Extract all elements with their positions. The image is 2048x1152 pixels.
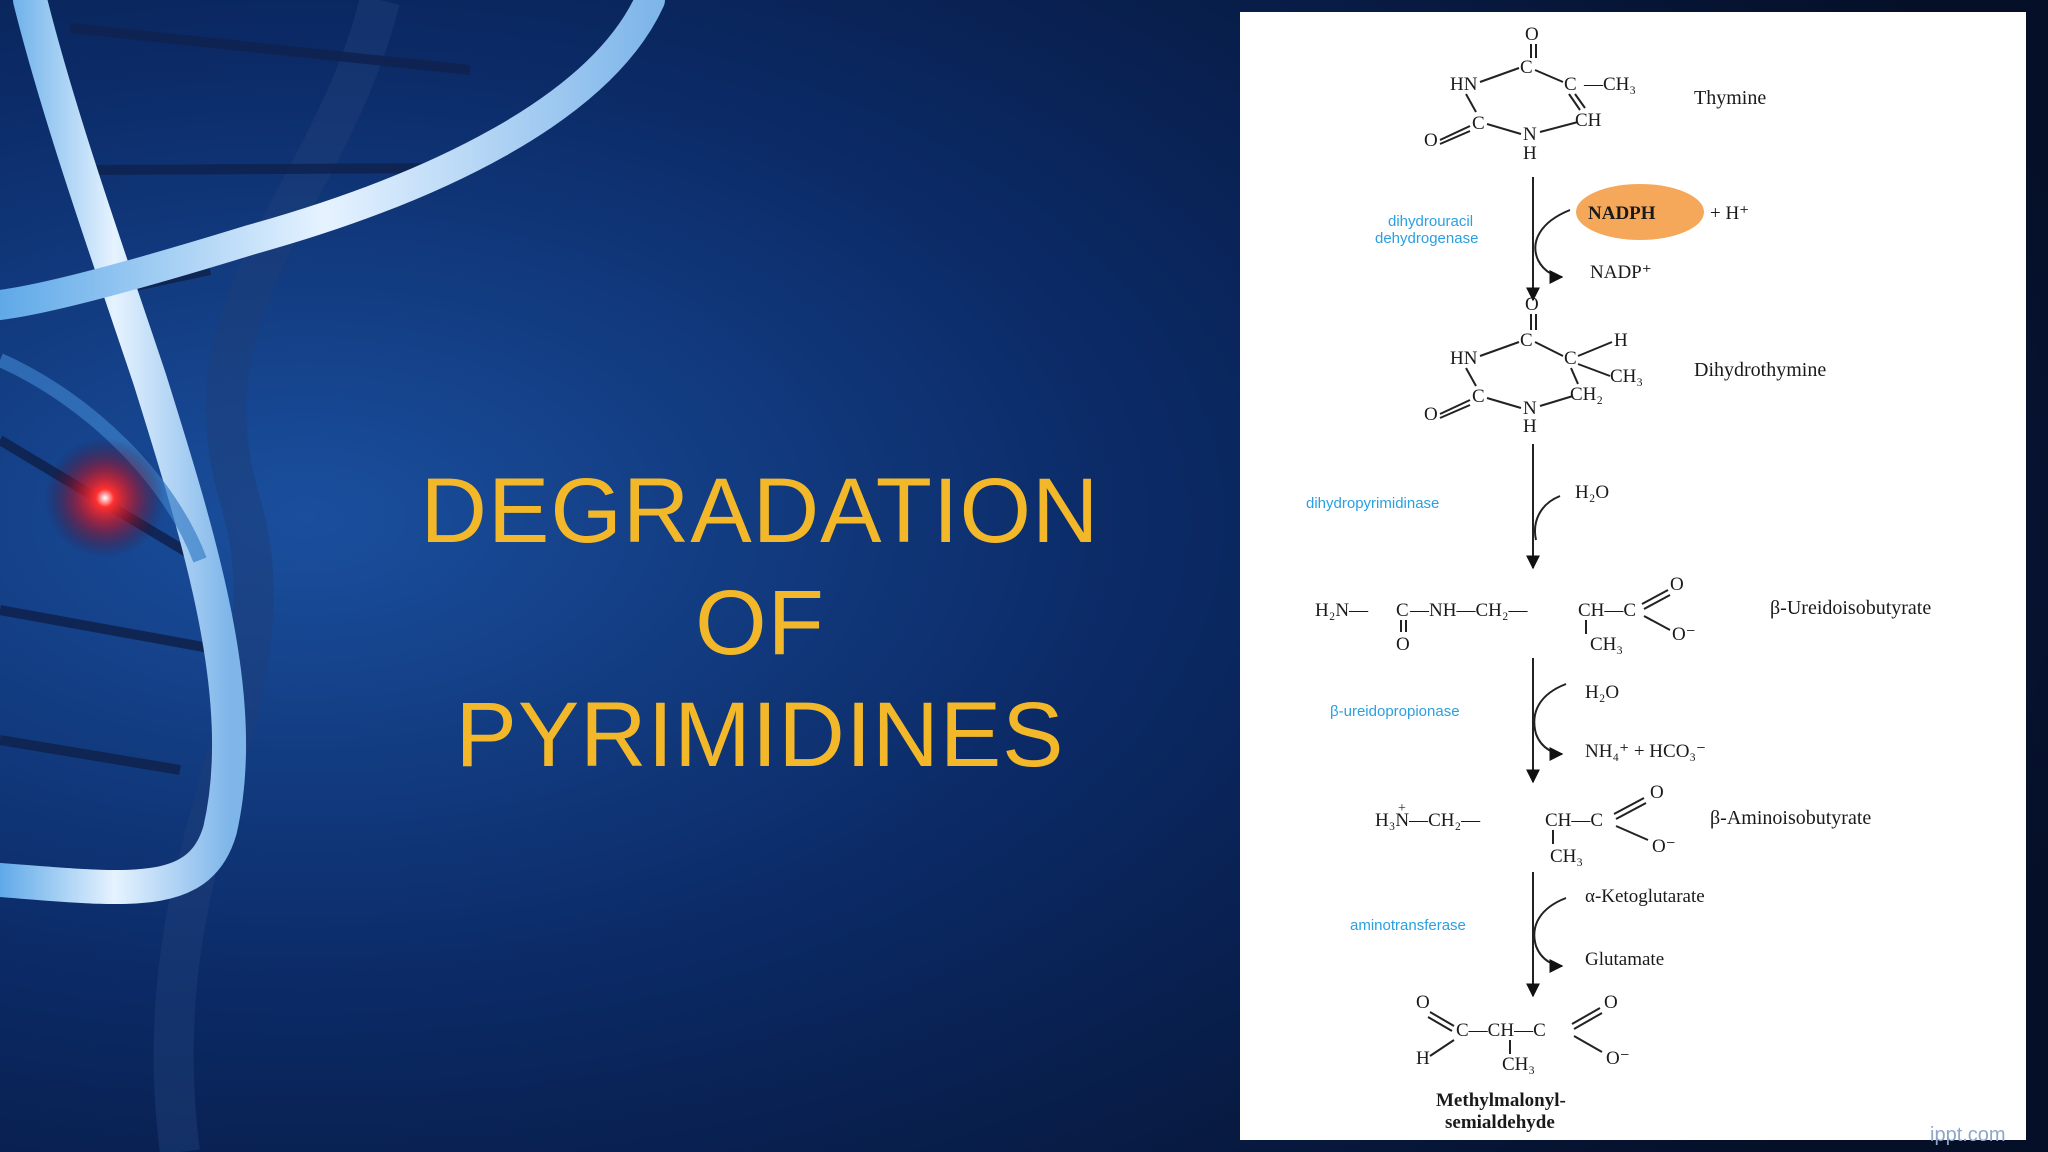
svg-text:H: H [1614, 330, 1628, 351]
title-line-1: DEGRADATION [420, 460, 1100, 562]
dihydrothymine-label: Dihydrothymine [1694, 359, 1826, 381]
svg-text:+: + [1398, 801, 1406, 816]
cofactor-arrow-3 [1533, 683, 1567, 761]
svg-text:—CH₃: —CH₃ [1583, 74, 1636, 95]
svg-text:O⁻: O⁻ [1672, 624, 1696, 645]
ureidoisobutyrate-structure: H₂N— C —NH—CH₂— CH—C O CH₃ O O⁻ [1315, 574, 1696, 655]
svg-text:C: C [1520, 57, 1533, 78]
svg-text:O: O [1525, 294, 1539, 315]
title-line-2: OF [695, 572, 825, 674]
aminoisobutyrate-label: β-Aminoisobutyrate [1710, 807, 1871, 829]
svg-text:C: C [1396, 600, 1409, 621]
svg-text:O⁻: O⁻ [1652, 836, 1676, 857]
svg-text:C: C [1520, 330, 1533, 351]
h-plus-label: + H⁺ [1710, 203, 1749, 224]
cofactor-arrow-1 [1534, 209, 1571, 284]
nadph-highlight [1576, 184, 1704, 240]
svg-text:CH₃: CH₃ [1550, 846, 1583, 867]
cofactor-arrow-4 [1533, 897, 1567, 973]
nadp-label: NADP⁺ [1590, 262, 1652, 283]
methylmalonyl-semialdehyde-structure: O C—CH—C H CH₃ O O⁻ [1416, 992, 1630, 1075]
svg-text:O: O [1670, 574, 1684, 595]
alpha-ketoglutarate-label: α-Ketoglutarate [1585, 886, 1705, 907]
methylmalonyl-label-2: semialdehyde [1445, 1112, 1555, 1133]
enzyme-aminotransferase: aminotransferase [1350, 917, 1466, 934]
svg-text:C: C [1472, 113, 1485, 134]
svg-text:CH: CH [1575, 110, 1602, 131]
svg-text:CH—C: CH—C [1545, 810, 1603, 831]
enzyme-ureidopropionase: β-ureidopropionase [1330, 703, 1460, 720]
title-line-3: PYRIMIDINES [455, 684, 1065, 786]
water-label-2: H₂O [1585, 682, 1619, 703]
aminoisobutyrate-structure: H₃N—CH₂— + CH—C CH₃ O O⁻ [1375, 782, 1676, 867]
svg-text:C—CH—C: C—CH—C [1456, 1020, 1546, 1041]
svg-text:CH—C: CH—C [1578, 600, 1636, 621]
svg-text:C: C [1472, 386, 1485, 407]
svg-text:O: O [1424, 130, 1438, 151]
svg-text:HN: HN [1450, 348, 1478, 369]
svg-text:H₂N—: H₂N— [1315, 600, 1369, 621]
svg-text:O: O [1650, 782, 1664, 803]
nadph-label: NADPH [1588, 203, 1656, 224]
svg-text:N: N [1523, 398, 1537, 419]
svg-text:C: C [1564, 348, 1577, 369]
svg-text:H: H [1523, 143, 1537, 164]
svg-text:CH₂: CH₂ [1570, 384, 1603, 405]
red-glow-dot [45, 438, 165, 558]
svg-text:CH₃: CH₃ [1502, 1054, 1535, 1075]
enzyme-dihydropyrimidinase: dihydropyrimidinase [1306, 495, 1439, 512]
methylmalonyl-label-1: Methylmalonyl- [1436, 1090, 1566, 1111]
svg-text:C: C [1564, 74, 1577, 95]
svg-text:O: O [1525, 24, 1539, 45]
thymine-structure: O HN C C —CH₃ CH O C N H [1424, 24, 1636, 164]
svg-text:H: H [1523, 416, 1537, 437]
ammonium-bicarbonate-label: NH₄⁺ + HCO₃⁻ [1585, 741, 1706, 762]
pyrimidine-degradation-pathway: O HN C C —CH₃ CH O C N H Thymine dihydro… [1306, 24, 1931, 1133]
watermark: ippt.com [1930, 1124, 2006, 1146]
cofactor-arrow-2 [1534, 495, 1561, 541]
svg-text:N: N [1523, 124, 1537, 145]
svg-text:O: O [1604, 992, 1618, 1013]
svg-text:O: O [1424, 404, 1438, 425]
glutamate-label: Glutamate [1585, 949, 1664, 970]
svg-text:CH₃: CH₃ [1610, 366, 1643, 387]
svg-text:—NH—CH₂—: —NH—CH₂— [1409, 600, 1528, 621]
svg-text:O: O [1396, 634, 1410, 655]
svg-text:O: O [1416, 992, 1430, 1013]
slide-title: DEGRADATION OF PYRIMIDINES [340, 455, 1180, 791]
dihydrothymine-structure: O HN C C H CH₃ CH₂ O C N H [1424, 294, 1643, 437]
svg-text:CH₃: CH₃ [1590, 634, 1623, 655]
enzyme-dihydrouracil-dehydrogenase: dihydrouracil [1388, 213, 1473, 230]
thymine-label: Thymine [1694, 87, 1766, 109]
svg-text:H₃N—CH₂—: H₃N—CH₂— [1375, 810, 1481, 831]
svg-text:H: H [1416, 1048, 1430, 1069]
svg-text:O⁻: O⁻ [1606, 1048, 1630, 1069]
enzyme-dihydrouracil-dehydrogenase-2: dehydrogenase [1375, 230, 1478, 247]
svg-text:HN: HN [1450, 74, 1478, 95]
ureidoisobutyrate-label: β-Ureidoisobutyrate [1770, 597, 1931, 619]
water-label-1: H₂O [1575, 482, 1609, 503]
